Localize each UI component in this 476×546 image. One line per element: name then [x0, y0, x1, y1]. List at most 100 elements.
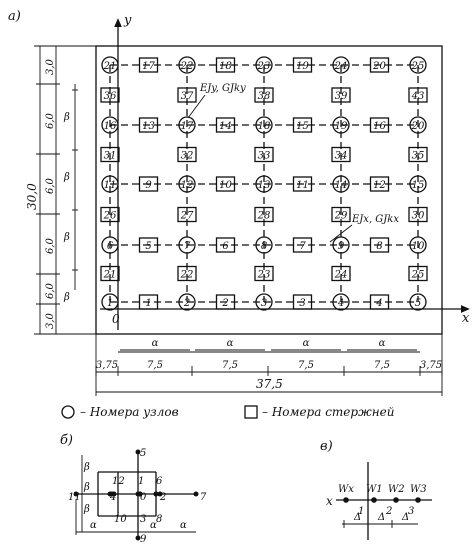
bar-18: 18 — [215, 57, 236, 73]
v-delta: Δ — [401, 512, 409, 523]
annot-x: EJx, GJkx — [351, 214, 399, 225]
bar-10: 10 — [215, 176, 236, 192]
grid-lines — [109, 64, 419, 303]
x-axis-label: x — [462, 311, 470, 326]
b-node-8: 8 — [156, 514, 162, 525]
node-22: 22 — [178, 56, 196, 74]
legend-bars: – Номера стержней — [262, 405, 394, 419]
node-13: 13 — [255, 175, 273, 193]
bar-15: 15 — [292, 117, 313, 133]
node-label: 5 — [415, 298, 421, 309]
bar-label: 17 — [142, 61, 155, 72]
v-delta: Δ — [353, 512, 361, 523]
node-label: 15 — [412, 180, 425, 191]
node-3: 3 — [255, 293, 273, 311]
b-node-10: 10 — [114, 514, 127, 525]
annot-y: EJy, GJky — [199, 83, 246, 94]
bar-11: 11 — [292, 176, 313, 192]
b-node-12: 12 — [112, 476, 125, 487]
bar-8: 8 — [369, 237, 390, 253]
y-axis-label: y — [123, 13, 132, 28]
b-alpha: α — [90, 520, 97, 531]
node-21: 21 — [101, 56, 119, 74]
node-label: 2 — [183, 298, 190, 309]
bar-25: 25 — [408, 265, 428, 282]
node-label: 18 — [258, 121, 271, 132]
bar-14: 14 — [215, 117, 236, 133]
bar-35: 35 — [408, 146, 428, 163]
bar-31: 31 — [100, 146, 120, 163]
bar-19: 19 — [292, 57, 313, 73]
bar-24: 24 — [331, 265, 351, 282]
left-dim-label: 6,0 — [45, 112, 56, 129]
bottom-dim-label: 7,5 — [374, 360, 390, 371]
bar-label: 7 — [299, 241, 306, 252]
bar-23: 23 — [254, 265, 274, 282]
bar-29: 29 — [331, 206, 351, 223]
bar-legend-icon — [244, 405, 258, 419]
bottom-dim-label: 3,75 — [420, 360, 442, 371]
node-1: 1 — [101, 293, 119, 311]
b-alpha: α — [180, 520, 187, 531]
bar-21: 21 — [100, 265, 120, 282]
bar-label: 8 — [376, 241, 382, 252]
bar-label: 28 — [257, 211, 271, 222]
alpha-mark: α — [303, 338, 310, 349]
bar-label: 32 — [181, 151, 194, 162]
bar-label: 27 — [180, 211, 194, 222]
b-node-11: 11 — [68, 492, 81, 503]
bottom-dim-label: 7,5 — [147, 360, 163, 371]
beta-mark: β — [63, 232, 70, 243]
w-label: W2 — [388, 484, 405, 495]
node-label: 21 — [103, 61, 117, 72]
node-label: 8 — [261, 241, 267, 252]
node-label: 3 — [261, 298, 267, 309]
w-label: W3 — [410, 484, 427, 495]
bottom-dim-label: 7,5 — [298, 360, 314, 371]
node-18: 18 — [255, 116, 273, 134]
bar-label: 11 — [296, 180, 309, 191]
bar-label: 30 — [412, 211, 425, 222]
panel-a-label: a) — [8, 9, 21, 24]
origin-label: 0 — [112, 312, 120, 326]
legend-nodes: – Номера узлов — [80, 405, 179, 419]
bar-34: 34 — [331, 146, 351, 163]
node-20: 20 — [409, 116, 427, 134]
b-node-0: 0 — [140, 492, 147, 503]
b-node-5: 5 — [140, 448, 146, 459]
bar-26: 26 — [100, 206, 120, 223]
node-label: 23 — [257, 61, 271, 72]
bar-label: 20 — [372, 61, 386, 72]
node-15: 15 — [409, 175, 427, 193]
node-23: 23 — [255, 56, 273, 74]
bar-label: 21 — [103, 270, 117, 281]
b-alpha: α — [150, 520, 157, 531]
bar-label: 39 — [335, 91, 348, 102]
node-label: 24 — [334, 61, 348, 72]
node-12: 12 — [178, 175, 196, 193]
bar-label: 15 — [296, 121, 309, 132]
node-24: 24 — [332, 56, 350, 74]
w-label: Wx — [338, 484, 354, 495]
panel-b-label: б) — [60, 433, 73, 448]
node-label: 22 — [180, 61, 194, 72]
bar-label: 36 — [104, 91, 117, 102]
bar-label: 4 — [375, 298, 382, 309]
alpha-mark: α — [379, 338, 386, 349]
node-16: 16 — [101, 116, 119, 134]
b-beta: β — [83, 504, 90, 515]
bar-28: 28 — [254, 206, 274, 223]
bar-label: 24 — [334, 270, 348, 281]
bar-17: 17 — [138, 57, 159, 73]
node-8: 8 — [255, 236, 273, 254]
bar-label: 5 — [145, 241, 151, 252]
node-10: 10 — [409, 236, 427, 254]
v-number: 1 — [358, 506, 364, 517]
node-label: 13 — [258, 180, 271, 191]
total-width: 37,5 — [256, 377, 283, 391]
node-label: 6 — [107, 241, 114, 252]
b-node-9: 9 — [140, 534, 147, 545]
v-number: 3 — [408, 506, 414, 517]
